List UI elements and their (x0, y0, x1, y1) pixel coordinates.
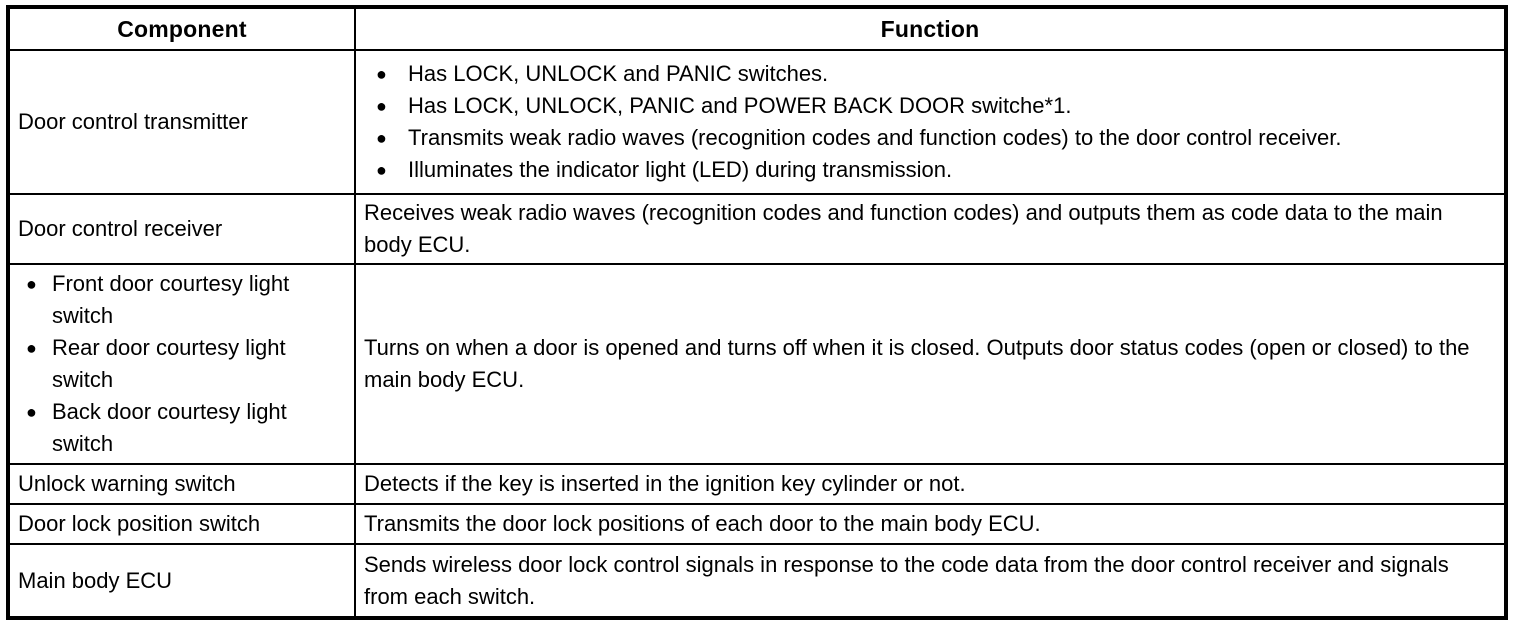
component-label: Rear door courtesy light switch (52, 335, 286, 392)
component-cell: Unlock warning switch (7, 463, 356, 505)
function-text: Receives weak radio waves (recognition c… (364, 200, 1443, 257)
list-item: ● Back door courtesy light switch (18, 396, 346, 460)
function-cell: Turns on when a door is opened and turns… (354, 263, 1507, 465)
table-row: Door lock position switch Transmits the … (7, 503, 1507, 545)
function-cell: Detects if the key is inserted in the ig… (354, 463, 1507, 505)
list-item: ● Front door courtesy light switch (18, 268, 346, 332)
component-label: Door control transmitter (18, 109, 248, 134)
component-cell: Main body ECU (7, 543, 356, 619)
table-row: Door control receiver Receives weak radi… (7, 193, 1507, 265)
bullet-icon: ● (26, 402, 37, 422)
table-row: Main body ECU Sends wireless door lock c… (7, 543, 1507, 619)
function-text: Illuminates the indicator light (LED) du… (408, 157, 953, 182)
bullet-icon: ● (376, 64, 387, 84)
function-cell: Transmits the door lock positions of eac… (354, 503, 1507, 545)
bullet-icon: ● (26, 274, 37, 294)
list-item: ● Transmits weak radio waves (recognitio… (364, 122, 1496, 154)
function-text: Has LOCK, UNLOCK and PANIC switches. (408, 61, 829, 86)
function-text: Transmits weak radio waves (recognition … (408, 125, 1342, 150)
table-row: Door control transmitter ● Has LOCK, UNL… (7, 49, 1507, 195)
component-column-header: Component (7, 6, 356, 51)
list-item: ● Has LOCK, UNLOCK and PANIC switches. (364, 58, 1496, 90)
table-row: Unlock warning switch Detects if the key… (7, 463, 1507, 505)
component-cell: Door lock position switch (7, 503, 356, 545)
component-label: Unlock warning switch (18, 471, 236, 496)
component-bullet-list: ● Front door courtesy light switch ● Rea… (18, 268, 346, 460)
component-label: Door lock position switch (18, 511, 261, 536)
component-cell: Door control receiver (7, 193, 356, 265)
bullet-icon: ● (26, 338, 37, 358)
bullet-icon: ● (376, 128, 387, 148)
table-row: ● Front door courtesy light switch ● Rea… (7, 263, 1507, 465)
function-cell: Sends wireless door lock control signals… (354, 543, 1507, 619)
function-text: Transmits the door lock positions of eac… (364, 511, 1041, 536)
component-label: Main body ECU (18, 567, 173, 593)
function-text: Has LOCK, UNLOCK, PANIC and POWER BACK D… (408, 93, 1072, 118)
component-cell: ● Front door courtesy light switch ● Rea… (7, 263, 356, 465)
function-text: Sends wireless door lock control signals… (364, 551, 1449, 609)
function-text: Detects if the key is inserted in the ig… (364, 471, 966, 496)
component-label: Door control receiver (18, 216, 223, 241)
list-item: ● Illuminates the indicator light (LED) … (364, 154, 1496, 186)
component-function-table: Component Function Door control transmit… (6, 5, 1508, 620)
list-item: ● Has LOCK, UNLOCK, PANIC and POWER BACK… (364, 90, 1496, 122)
list-item: ● Rear door courtesy light switch (18, 332, 346, 396)
component-label: Back door courtesy light switch (52, 399, 287, 456)
function-cell: Receives weak radio waves (recognition c… (354, 193, 1507, 265)
table-header-row: Component Function (7, 6, 1507, 51)
bullet-icon: ● (376, 96, 387, 116)
function-bullet-list: ● Has LOCK, UNLOCK and PANIC switches. ●… (364, 58, 1496, 186)
component-cell: Door control transmitter (7, 49, 356, 195)
function-cell: ● Has LOCK, UNLOCK and PANIC switches. ●… (354, 49, 1507, 195)
function-column-header: Function (354, 6, 1507, 51)
component-label: Front door courtesy light switch (52, 271, 290, 328)
function-text: Turns on when a door is opened and turns… (364, 335, 1470, 392)
bullet-icon: ● (376, 160, 387, 180)
